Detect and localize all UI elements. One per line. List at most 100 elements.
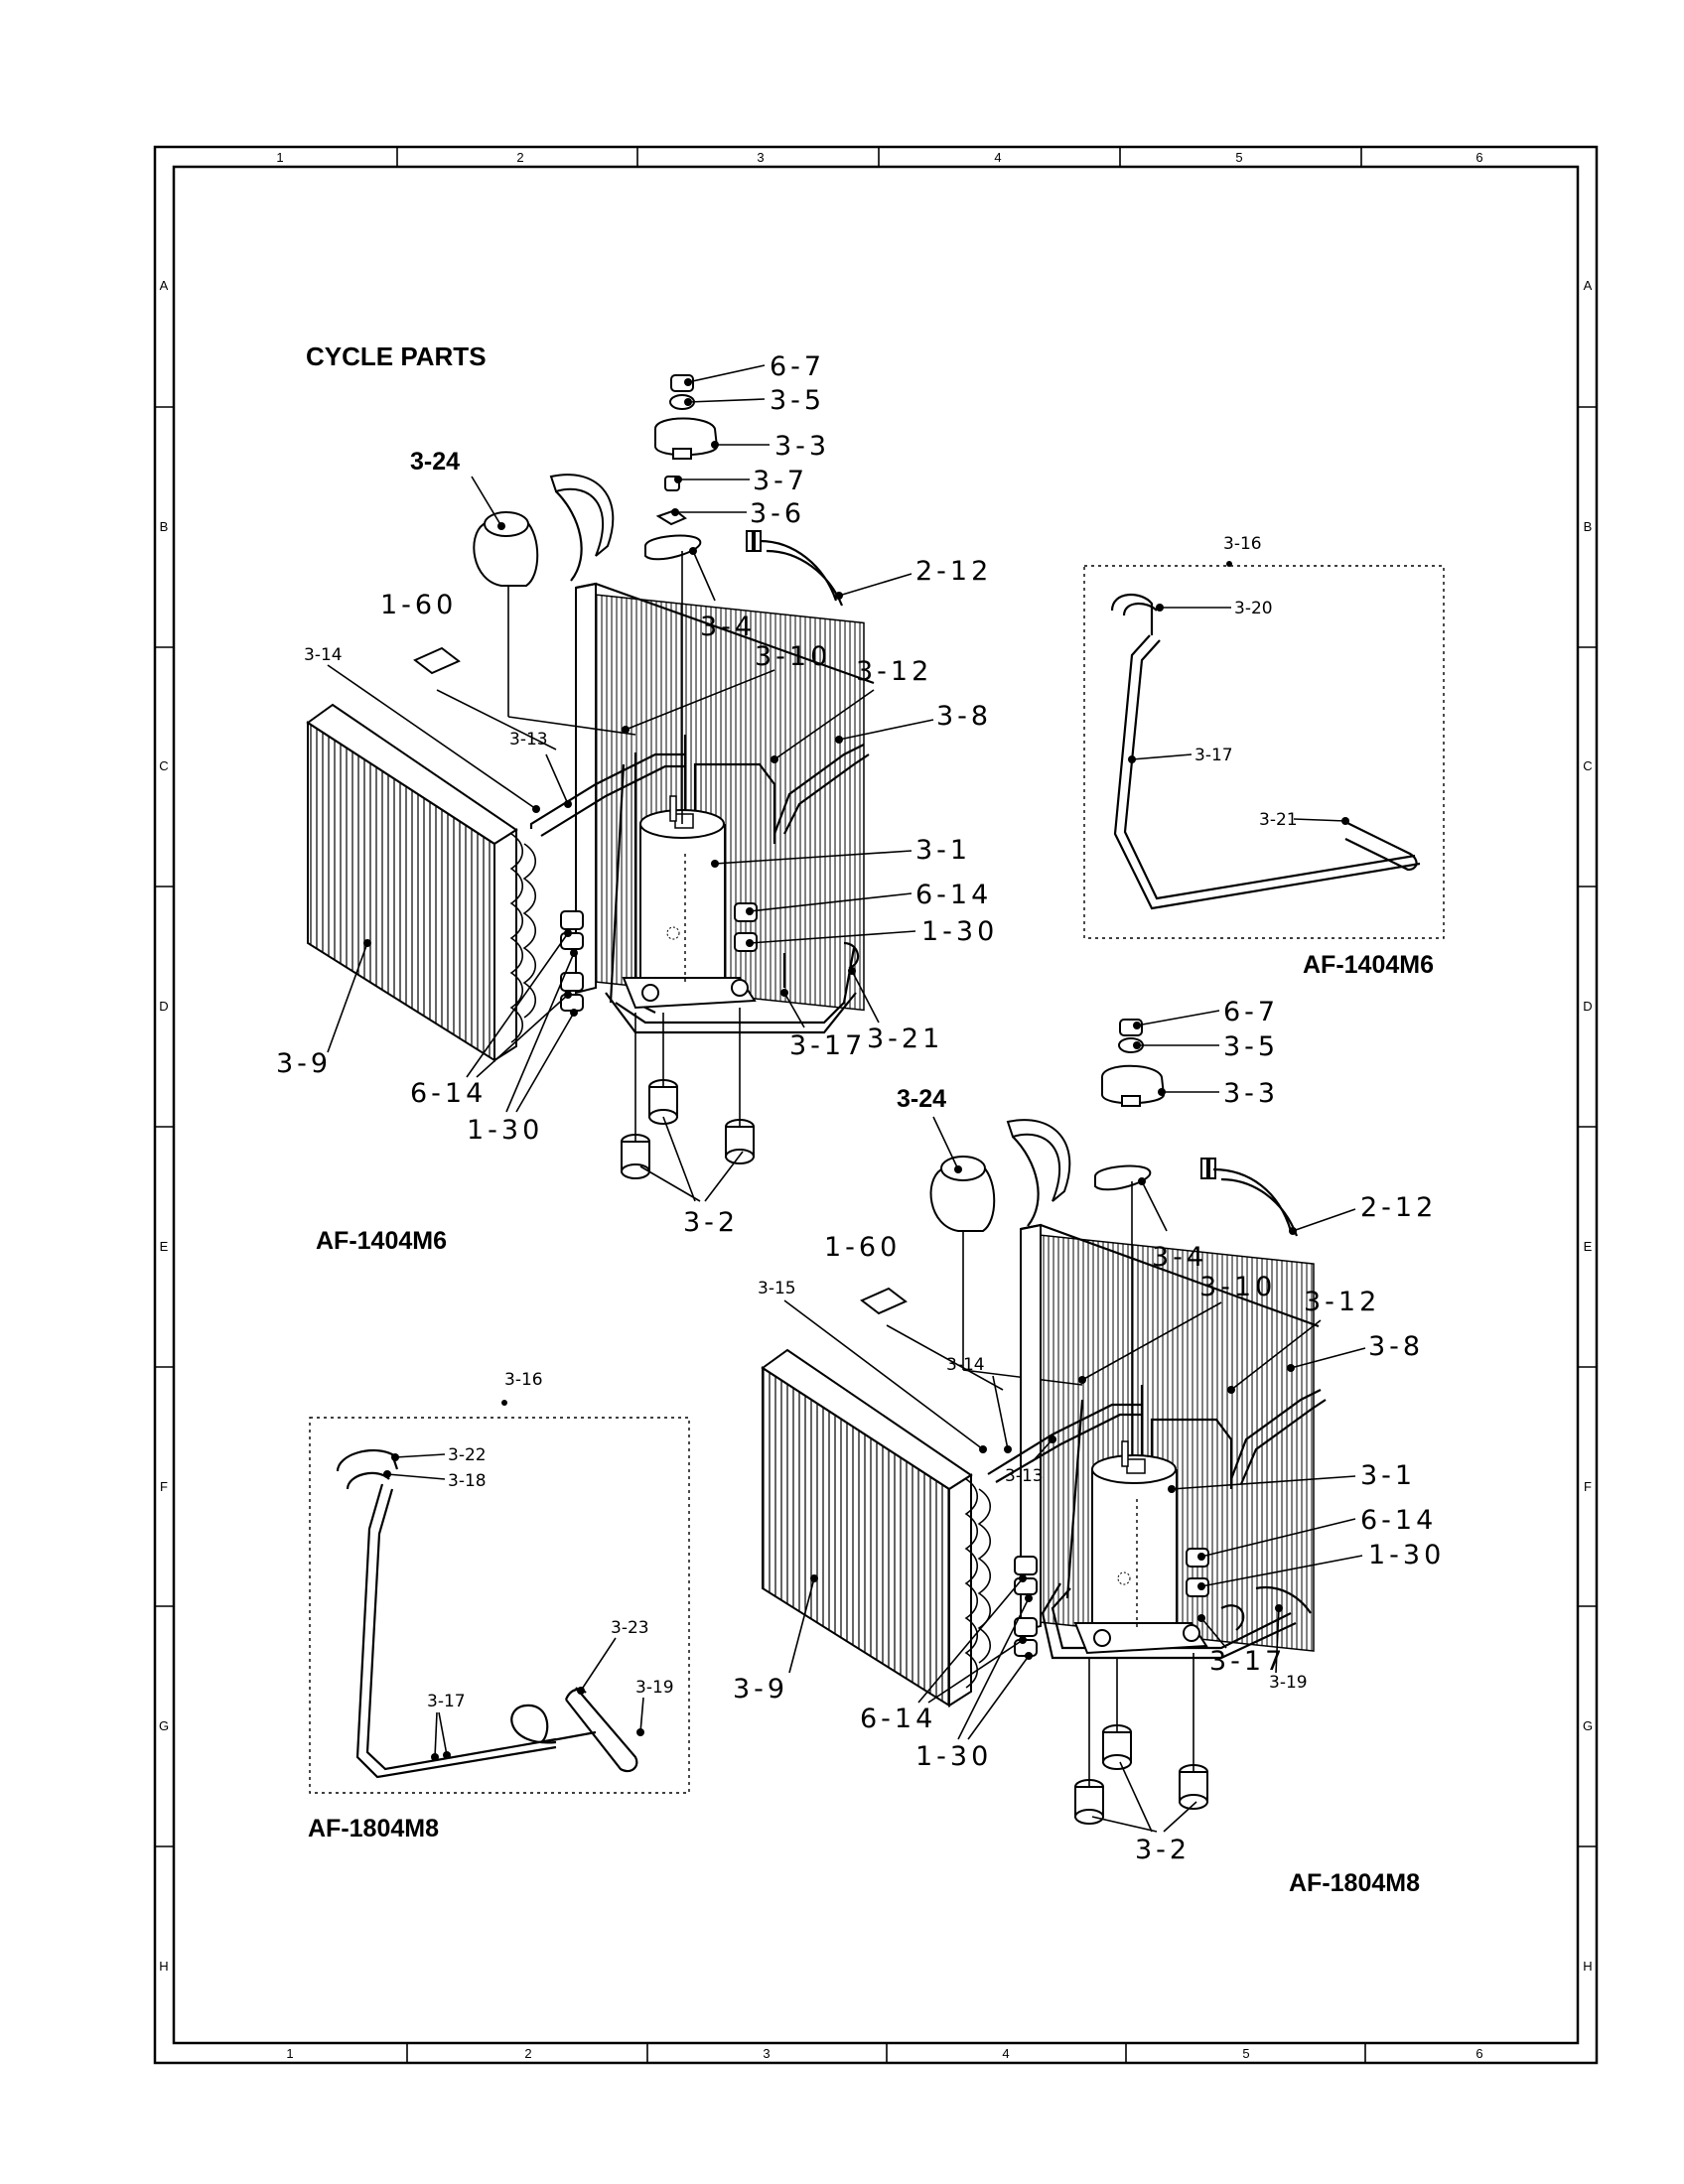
zone-row-g: G <box>159 1718 169 1733</box>
callout-3-9: 3-9 <box>276 1048 332 1079</box>
lower-callout-3-19: 3-19 <box>1269 1673 1308 1693</box>
callout-1-30-left: 1-30 <box>467 1115 543 1146</box>
inset-1404-group: 3-16 <box>1223 534 1262 554</box>
zone-row-b-right: B <box>1584 519 1593 534</box>
lower-model-label: AF-1804M8 <box>1289 1869 1420 1897</box>
inset-1804-capillary: 3-16 3-22 3-18 3-23 3-17 3-19 <box>309 1370 690 1794</box>
lower-callout-3-17: 3-17 <box>1209 1646 1286 1677</box>
lower-callout-3-4: 3-4 <box>1152 1242 1207 1273</box>
zone-row-b: B <box>160 519 169 534</box>
lower-callout-3-2: 3-2 <box>1135 1835 1191 1865</box>
lower-callout-3-10: 3-10 <box>1199 1272 1276 1302</box>
callout-3-4: 3-4 <box>700 612 756 642</box>
zone-row-h-right: H <box>1583 1959 1592 1974</box>
zone-col-5-bottom: 5 <box>1242 2046 1249 2061</box>
upper-top-parts <box>413 374 844 824</box>
upper-coil-fasteners <box>560 902 758 1012</box>
callout-3-12: 3-12 <box>856 656 932 687</box>
zone-row-h: H <box>159 1959 168 1974</box>
zone-row-f-right: F <box>1584 1479 1592 1494</box>
callout-3-3: 3-3 <box>774 431 830 462</box>
zone-col-3: 3 <box>757 150 764 165</box>
zone-row-c-right: C <box>1583 758 1592 773</box>
zone-col-6: 6 <box>1475 150 1482 165</box>
zone-col-1: 1 <box>276 150 283 165</box>
inset-1404-callout-3-20: 3-20 <box>1234 599 1273 618</box>
callout-6-14-right: 6-14 <box>915 880 992 910</box>
lower-callout-6-7: 6-7 <box>1223 997 1279 1027</box>
zone-row-e-right: E <box>1584 1239 1593 1254</box>
inset-1804-model-label: AF-1804M8 <box>308 1815 439 1843</box>
lower-callout-3-8: 3-8 <box>1368 1331 1424 1362</box>
zone-row-d-right: D <box>1583 999 1592 1014</box>
lower-piping <box>987 1385 1327 1660</box>
inset-1804-callout-3-22: 3-22 <box>448 1445 487 1465</box>
inset-1804-callout-3-19: 3-19 <box>635 1678 674 1698</box>
lower-cushions <box>1074 1653 1208 1825</box>
lower-callout-3-12: 3-12 <box>1304 1287 1380 1317</box>
callout-3-13: 3-13 <box>509 730 548 750</box>
page-title: CYCLE PARTS <box>306 341 487 371</box>
zone-row-e: E <box>160 1239 169 1254</box>
inset-1804-group: 3-16 <box>504 1370 543 1390</box>
callout-3-1: 3-1 <box>915 835 971 866</box>
callout-3-8: 3-8 <box>936 701 992 732</box>
lower-callout-3-14: 3-14 <box>946 1355 985 1375</box>
lower-evaporator-coil <box>761 1348 992 1707</box>
upper-callouts: 6-7 3-5 3-3 3-7 3-6 3-24 2-12 1-60 3-4 3… <box>276 351 998 1238</box>
lower-callout-3-15: 3-15 <box>758 1279 796 1298</box>
lower-callouts: 6-7 3-5 3-3 3-24 2-12 3-4 1-60 3-10 3-15… <box>733 997 1445 1865</box>
zone-row-c: C <box>159 758 168 773</box>
lower-callout-3-9: 3-9 <box>733 1674 788 1705</box>
callout-3-2: 3-2 <box>683 1207 739 1238</box>
zone-col-5: 5 <box>1235 150 1242 165</box>
zone-col-2-bottom: 2 <box>524 2046 531 2061</box>
lower-callout-2-12: 2-12 <box>1360 1192 1437 1223</box>
lower-callout-1-60: 1-60 <box>824 1232 901 1263</box>
zone-col-4: 4 <box>994 150 1001 165</box>
zone-row-g-right: G <box>1583 1718 1593 1733</box>
zone-row-f: F <box>160 1479 168 1494</box>
zone-col-3-bottom: 3 <box>763 2046 770 2061</box>
lower-callout-6-14-left: 6-14 <box>860 1704 936 1734</box>
lower-assembly-drawing <box>761 1019 1327 1825</box>
lower-callout-3-5: 3-5 <box>1223 1031 1279 1062</box>
upper-evaporator-coil <box>306 703 537 1062</box>
inset-1404-callout-3-17: 3-17 <box>1194 746 1233 765</box>
callout-1-60: 1-60 <box>380 590 457 620</box>
callout-3-6: 3-6 <box>750 498 805 529</box>
zone-row-d: D <box>159 999 168 1014</box>
inset-1404-model-label: AF-1404M6 <box>1303 951 1434 979</box>
lower-callout-3-3: 3-3 <box>1223 1078 1279 1109</box>
callout-6-14-left: 6-14 <box>410 1078 487 1109</box>
lower-callout-3-24: 3-24 <box>897 1085 946 1113</box>
lower-callout-6-14-right: 6-14 <box>1360 1505 1437 1536</box>
callout-3-17: 3-17 <box>789 1030 866 1061</box>
upper-compressor <box>622 795 757 1010</box>
callout-1-30-right: 1-30 <box>921 916 998 947</box>
upper-model-label: AF-1404M6 <box>316 1227 447 1255</box>
zone-row-a-right: A <box>1584 278 1593 293</box>
inset-1804-callout-3-18: 3-18 <box>448 1471 487 1491</box>
callout-6-7: 6-7 <box>770 351 825 382</box>
callout-3-7: 3-7 <box>753 466 808 496</box>
callout-3-21: 3-21 <box>867 1024 943 1054</box>
lower-callout-1-30-left: 1-30 <box>915 1741 992 1772</box>
inset-1804-callout-3-17: 3-17 <box>427 1692 466 1711</box>
zone-col-4-bottom: 4 <box>1002 2046 1009 2061</box>
callout-3-10: 3-10 <box>755 641 831 672</box>
inset-1804-callout-3-23: 3-23 <box>611 1618 649 1638</box>
zone-col-1-bottom: 1 <box>286 2046 293 2061</box>
callout-3-5: 3-5 <box>770 385 825 416</box>
lower-compressor <box>1073 1440 1208 1655</box>
zone-row-a: A <box>160 278 169 293</box>
lower-callout-1-30-right: 1-30 <box>1368 1540 1445 1570</box>
inset-1404-callout-3-21: 3-21 <box>1259 810 1298 830</box>
zone-col-2: 2 <box>516 150 523 165</box>
callout-3-24: 3-24 <box>410 448 460 476</box>
callout-2-12: 2-12 <box>915 556 992 587</box>
zone-col-6-bottom: 6 <box>1475 2046 1482 2061</box>
drawing-frame: 1 2 3 4 5 6 1 2 3 4 5 6 A B C D E F G H … <box>153 145 1599 2065</box>
callout-3-14: 3-14 <box>304 645 343 665</box>
